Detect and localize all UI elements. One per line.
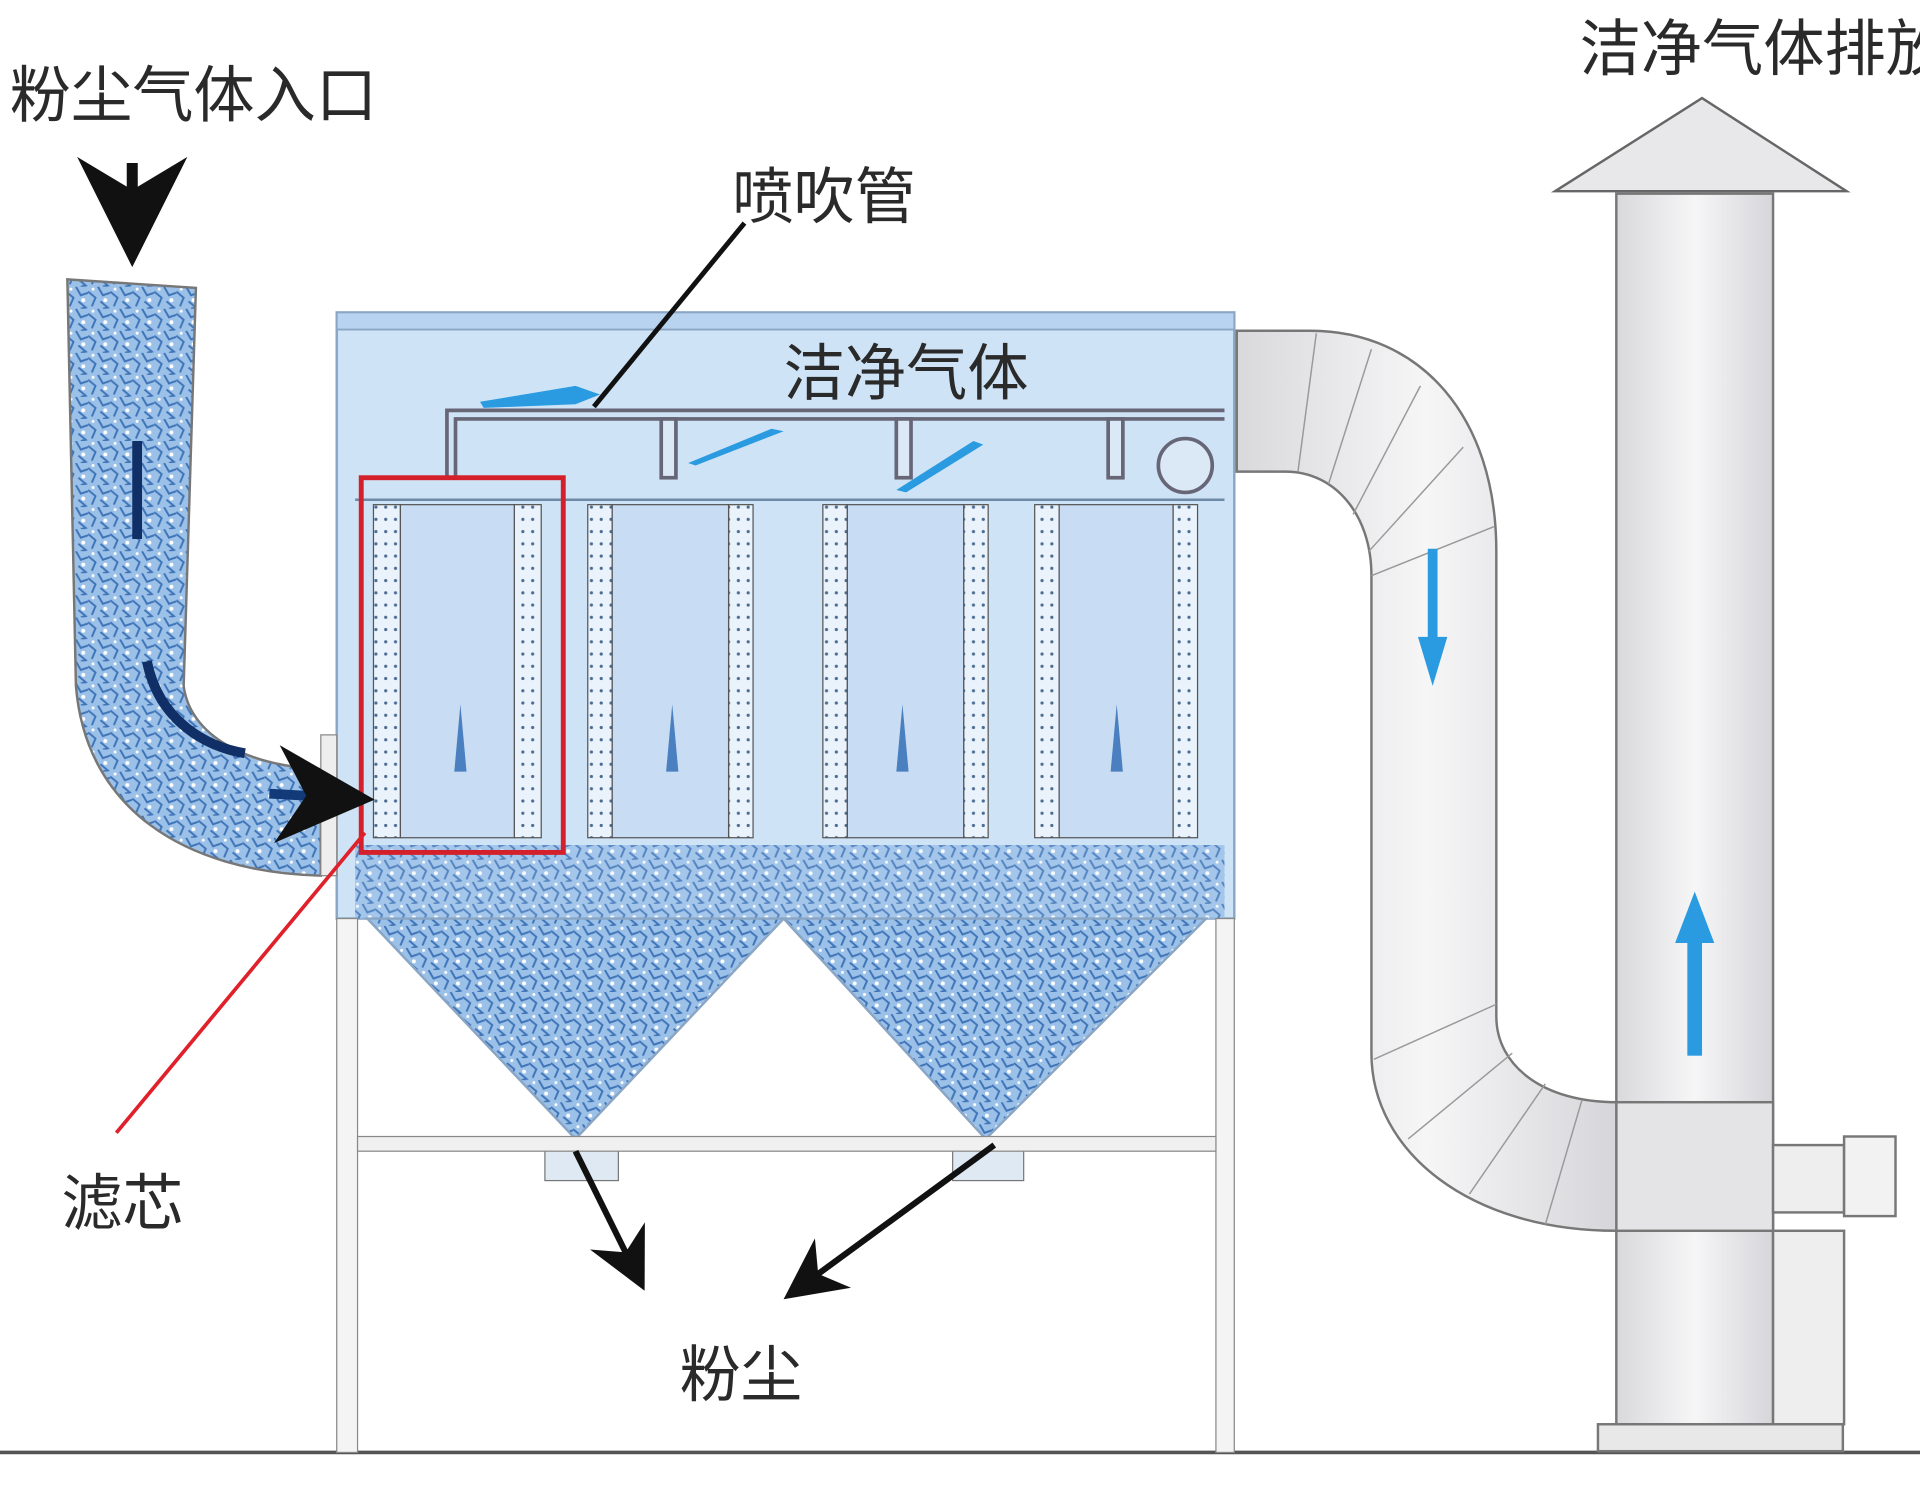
label-dust: 粉尘 <box>680 1340 802 1411</box>
filter-1 <box>372 504 542 839</box>
crossbar <box>356 1135 1217 1152</box>
label-inlet: 粉尘气体入口 <box>10 61 377 132</box>
exhaust-stack <box>1550 96 1897 1453</box>
label-clean-gas: 洁净气体 <box>784 338 1029 409</box>
dust-arrow-left <box>572 1149 645 1291</box>
filter-2 <box>587 504 754 839</box>
leg-right <box>1215 917 1235 1454</box>
dust-arrow-right <box>783 1142 997 1300</box>
filter-cartridges <box>372 504 1199 839</box>
label-blow-pipe: 喷吹管 <box>732 162 916 233</box>
clean-gas-flow-arrows <box>1417 548 1715 1056</box>
filter-highlight-box <box>358 475 566 855</box>
inlet-pipe <box>66 278 323 877</box>
inlet-flow-arrows <box>132 440 375 843</box>
fan-motor <box>1771 1143 1846 1214</box>
pulse-jet-arrows <box>480 385 984 493</box>
collector-housing <box>335 311 1236 1454</box>
filter-3 <box>822 504 989 839</box>
stack-cap <box>1550 96 1851 193</box>
filter-4 <box>1034 504 1199 839</box>
label-exhaust: 洁净气体排放 <box>1580 14 1920 85</box>
leg-left <box>336 917 359 1454</box>
outlet-duct <box>1235 329 1618 1233</box>
label-filter-cartridge: 滤芯 <box>61 1169 183 1240</box>
hopper-left <box>364 917 787 1141</box>
filter-leader <box>114 831 367 1134</box>
blow-pipe <box>445 408 1225 495</box>
blow-pipe-leader <box>591 221 747 409</box>
hopper-right <box>780 917 1210 1141</box>
